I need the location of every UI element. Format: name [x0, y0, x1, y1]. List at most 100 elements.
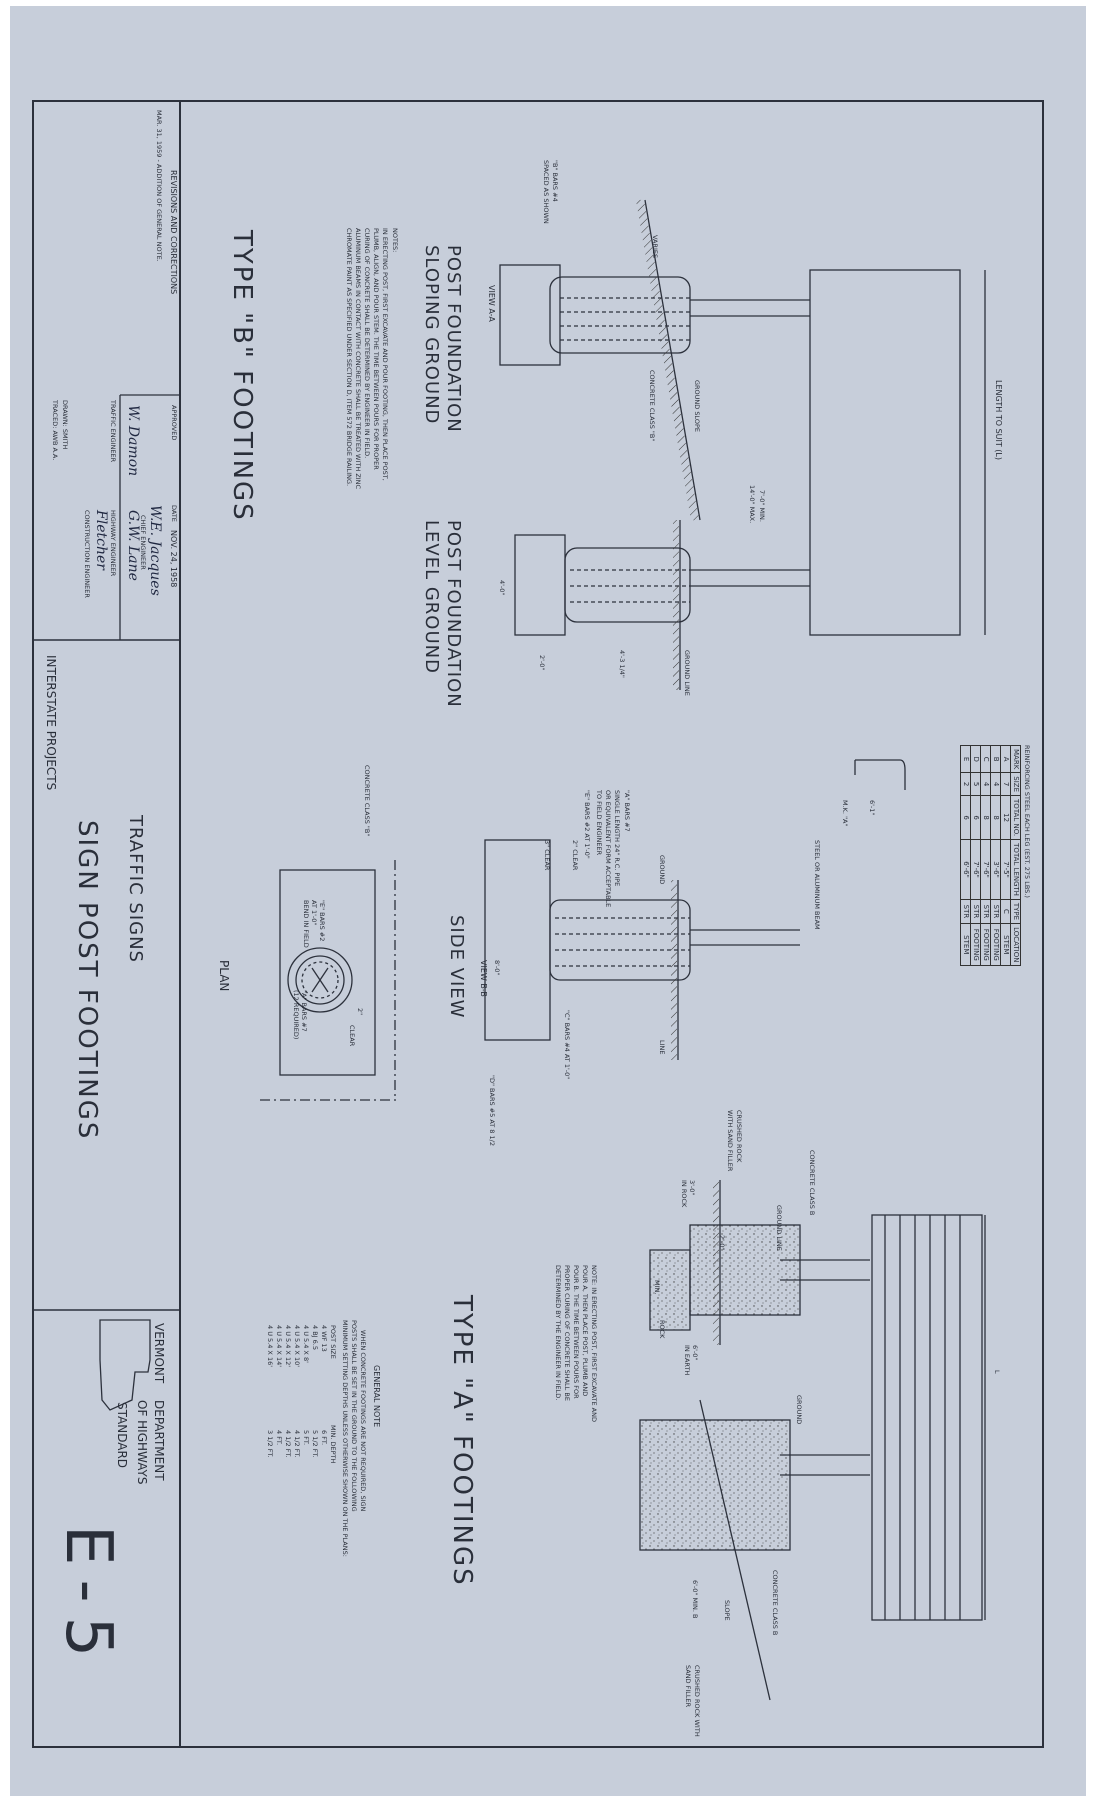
note-line-1: IN ERECTING POST, FIRST EXCAVATE AND POU… [381, 228, 389, 481]
sloping-title-2: SLOPING GROUND [421, 245, 442, 425]
cell: 6 [961, 795, 971, 840]
cell: 8 [991, 795, 1001, 840]
cell: FOOTING [991, 923, 1001, 966]
in-rock-label: IN ROCK [680, 1180, 688, 1208]
project-label: INTERSTATE PROJECTS [44, 655, 58, 791]
depth-header: MIN. DEPTH [329, 1425, 337, 1464]
cell: 5 [971, 772, 981, 796]
bend-in-field-label: BEND IN FIELD [302, 900, 310, 948]
sign-face-b [809, 269, 961, 636]
sheet-number: E-5 [51, 1525, 125, 1672]
dim-2-label: 2" [356, 1008, 364, 1016]
cell: 12 [1001, 795, 1011, 840]
view-aa: VIEW A-A [487, 285, 496, 322]
general-note-2: POSTS SHALL BE SET IN THE GROUND TO THE … [350, 1320, 358, 1512]
cell: STR [981, 899, 991, 924]
type-b-heading: TYPE "B" FOOTINGS [227, 230, 257, 522]
a-bars-label: "A" BARS #7 [623, 790, 631, 832]
header-location: LOCATION [1011, 923, 1021, 966]
type-a-dim-2-0: 2'-0" [718, 1235, 726, 1251]
general-note-1: WHEN CONCRETE FOOTINGS ARE NOT REQUIRED,… [359, 1330, 367, 1512]
cell: E [961, 745, 971, 773]
dim-8-0-label: 8'-0" [493, 960, 501, 976]
cell: 4 [981, 772, 991, 796]
sheet-border [32, 100, 1044, 1748]
type-a-note-4: PROPER CURING OF CONCRETE SHALL BE [563, 1265, 571, 1401]
general-note-3: MINIMUM SETTING DEPTHS UNLESS OTHERWISE … [341, 1320, 349, 1557]
type-a-concrete-label-2: CONCRETE CLASS B [771, 1570, 779, 1636]
depth-5: 4 1/2 FT. [284, 1430, 292, 1458]
note-line-2: PLUMB, ALIGN, AND POUR STEM. THE TIME BE… [372, 228, 380, 470]
agency-state: VERMONT [152, 1323, 166, 1384]
cell: STR [991, 899, 1001, 924]
level-title-2: LEVEL GROUND [421, 520, 442, 674]
cell: 7 [1001, 772, 1011, 796]
drawing-sheet [10, 6, 1086, 1796]
min-label: MIN. [653, 1280, 661, 1295]
view-bb: VIEW B-B [479, 960, 488, 997]
type-a-note-5: DETERMINED BY THE ENGINEER IN FIELD. [554, 1265, 562, 1401]
header-type: TYPE [1011, 899, 1021, 924]
date-value: NOV. 24, 1958 [169, 530, 178, 588]
a-bars-plan-label: "A" BARS #7 [300, 990, 308, 1032]
e-bars-label: "E" BARS #2 AT 1'-0" [583, 790, 591, 859]
dim-4-0-label: 4'-0" [498, 580, 506, 596]
title-line-2: SIGN POST FOOTINGS [72, 820, 102, 1141]
ground-slope-label: GROUND SLOPE [693, 380, 701, 433]
type-a-earth-detail [639, 1399, 870, 1701]
depth-3: 5 FT. [302, 1430, 310, 1446]
type-a-ground-line: GROUND LINE [775, 1205, 783, 1251]
agency-dept-1: DEPARTMENT [152, 1400, 166, 1481]
post-size-5: 4 U 5.4 X 12' [284, 1325, 292, 1368]
slope-label: SLOPE [723, 1600, 731, 1621]
type-a-note-1: NOTE: IN ERECTING POST, FIRST EXCAVATE A… [590, 1265, 598, 1422]
in-earth-label: IN EARTH [683, 1345, 691, 1376]
dim-2-0-label: 2'-0" [538, 655, 546, 671]
cell: A [1001, 745, 1011, 773]
ground-line-label: GROUND LINE [683, 650, 691, 696]
cell: C [1001, 899, 1011, 924]
role-highway: HIGHWAY ENGINEER [109, 510, 117, 577]
signature-chief: W.E. Jacques [147, 505, 163, 596]
sign-face-a [871, 1214, 983, 1621]
cell: 6 [971, 795, 981, 840]
depth-1: 6 FT. [320, 1430, 328, 1446]
min-6-0-b-label: 6'-0" MIN. B [691, 1580, 699, 1619]
min-7-label: 7'-0" MIN. [758, 490, 766, 522]
title-line-1: TRAFFIC SIGNS [125, 815, 146, 963]
cell: 7'-5" [1001, 839, 1011, 900]
rock-label: ROCK [658, 1320, 666, 1339]
cell: 6'-6" [961, 839, 971, 900]
header-mark: MARK [1011, 745, 1021, 773]
side-view-detail [484, 839, 800, 1060]
depth-7: 3 1/2 FT. [266, 1430, 274, 1458]
cell: 7'-6" [981, 839, 991, 900]
sand-filler-label: SAND FILLER [684, 1665, 692, 1708]
reinforcing-grid: MARK SIZE TOTAL NO. TOTAL LENGTH TYPE LO… [961, 745, 1022, 966]
traced-label: TRACED: AWB A.A. [51, 400, 59, 461]
cell: STEM [961, 923, 971, 966]
role-construction: CONSTRUCTION ENGINEER [83, 510, 91, 598]
vermont-outline-icon [99, 1319, 151, 1411]
reinforcing-table: REINFORCING STEEL EACH LEG (EST. 275 LBS… [961, 745, 1031, 966]
revisions-header: REVISIONS AND CORRECTIONS [169, 170, 178, 295]
depth-4: 4 1/2 FT. [293, 1430, 301, 1458]
cell: FOOTING [981, 923, 991, 966]
clear-3-label: 3" CLEAR [543, 840, 551, 871]
side-view-title: SIDE VIEW [446, 915, 467, 1019]
max-14-label: 14'-0" MAX. [748, 485, 756, 524]
drawn-label: DRAWN: SMITH [61, 400, 69, 450]
dim-3-0-label: 3'-0" [688, 1180, 696, 1196]
varies-label: VARIES [651, 235, 659, 259]
at-1-0-label: AT 1'-0" [310, 900, 318, 926]
concrete-class-b2-label: CONCRETE CLASS "B" [363, 765, 371, 837]
b-bars-label: "B" BARS #4 [551, 160, 559, 202]
ground-label: GROUND [658, 855, 666, 885]
post-size-6: 4 U 5.4 X 14' [275, 1325, 283, 1368]
depth-2: 5 1/2 FT. [311, 1430, 319, 1458]
level-title-1: POST FOUNDATION [443, 520, 464, 708]
